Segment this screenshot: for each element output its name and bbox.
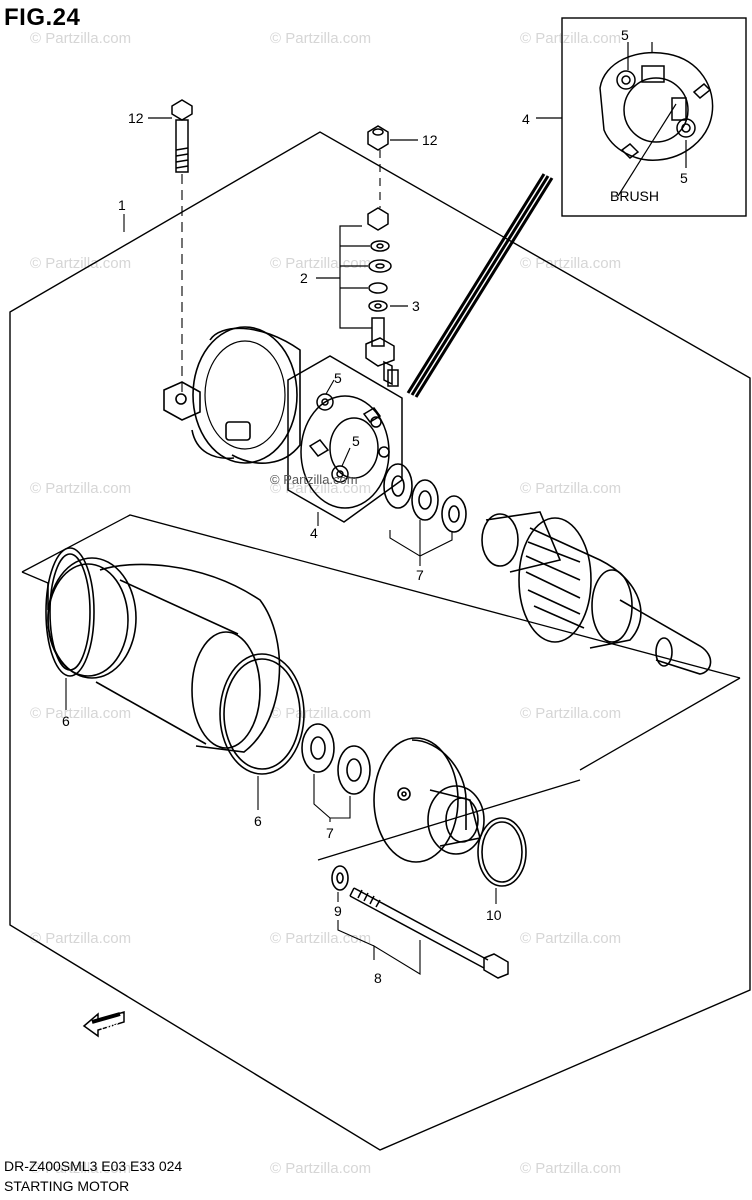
callout-4: 4 [310,525,318,541]
brush-plate-detail [599,51,714,161]
callout-8: 8 [374,970,382,986]
callout-labels: 12 1 12 2 3 5 5 4 7 6 6 7 9 10 8 4 5 5 B… [62,27,688,1032]
callout-7b: 7 [326,825,334,841]
yoke-group-outline [21,514,741,679]
watermark-text: © Partzilla.com [520,930,622,947]
armature [481,511,712,675]
watermark-text: © Partzilla.com [30,1160,132,1177]
through-bolt-8 [349,887,509,979]
bolt-11 [171,99,193,173]
watermark-text: © Partzilla.com [520,480,622,497]
callout-6a: 6 [62,713,70,729]
o-ring-6-right [219,653,305,775]
callout-6b: 6 [254,813,262,829]
callout-7a: 7 [416,567,424,583]
watermark-text: © Partzilla.com [30,30,132,47]
model-code: DR-Z400SML3 E03 E33 024 [4,1158,183,1174]
watermark-text: © Partzilla.com [270,1160,372,1177]
brush-holder-plate [287,355,403,523]
assembly-outline-box [9,131,751,1151]
callout-1: 1 [118,197,126,213]
watermark-text: © Partzilla.com [520,1160,622,1177]
callout-5a: 5 [334,370,342,386]
watermark-text: © Partzilla.com [270,930,372,947]
rear-cover [163,326,301,464]
fwd-arrow-icon [82,1010,125,1038]
callout-5-inset-bottom: 5 [680,170,688,186]
o-ring-6-left [45,547,95,677]
terminal-stack [365,125,399,387]
callout-5-inset-top: 5 [621,27,629,43]
o-ring-10 [477,817,527,887]
watermark-text: © Partzilla.com [30,480,132,497]
figure-name: STARTING MOTOR [4,1178,130,1194]
watermark-text: © Partzilla.com [520,255,622,272]
callout-2: 2 [300,270,308,286]
watermark-text: © Partzilla.com [30,255,132,272]
washers-7-upper [383,463,467,533]
callout-4-inset: 4 [522,111,530,127]
watermark-text: © Partzilla.com [30,930,132,947]
watermark-text: © Partzilla.com [520,705,622,722]
watermark-text: © Partzilla.com [520,30,622,47]
washer-9 [331,865,349,891]
watermark-text: © Partzilla.com [270,480,372,497]
inset-box [561,17,747,217]
callout-12: 12 [422,132,438,148]
inset-leader-arrow [406,173,554,398]
callout-3: 3 [412,298,420,314]
callout-11: 12 [128,110,144,126]
callout-10: 10 [486,907,502,923]
brush-label: BRUSH [610,188,659,204]
yoke [47,557,281,753]
callout-9: 9 [334,903,342,919]
callout-5b: 5 [352,433,360,449]
watermark-text: © Partzilla.com [30,705,132,722]
figure-title: FIG.24 [4,4,81,31]
watermark-text: © Partzilla.com [270,30,372,47]
washers-7-lower [301,723,371,795]
center-watermark: © Partzilla.com [270,472,358,487]
watermark-text: © Partzilla.com [270,705,372,722]
watermark-text: © Partzilla.com [270,255,372,272]
front-housing [373,737,485,863]
